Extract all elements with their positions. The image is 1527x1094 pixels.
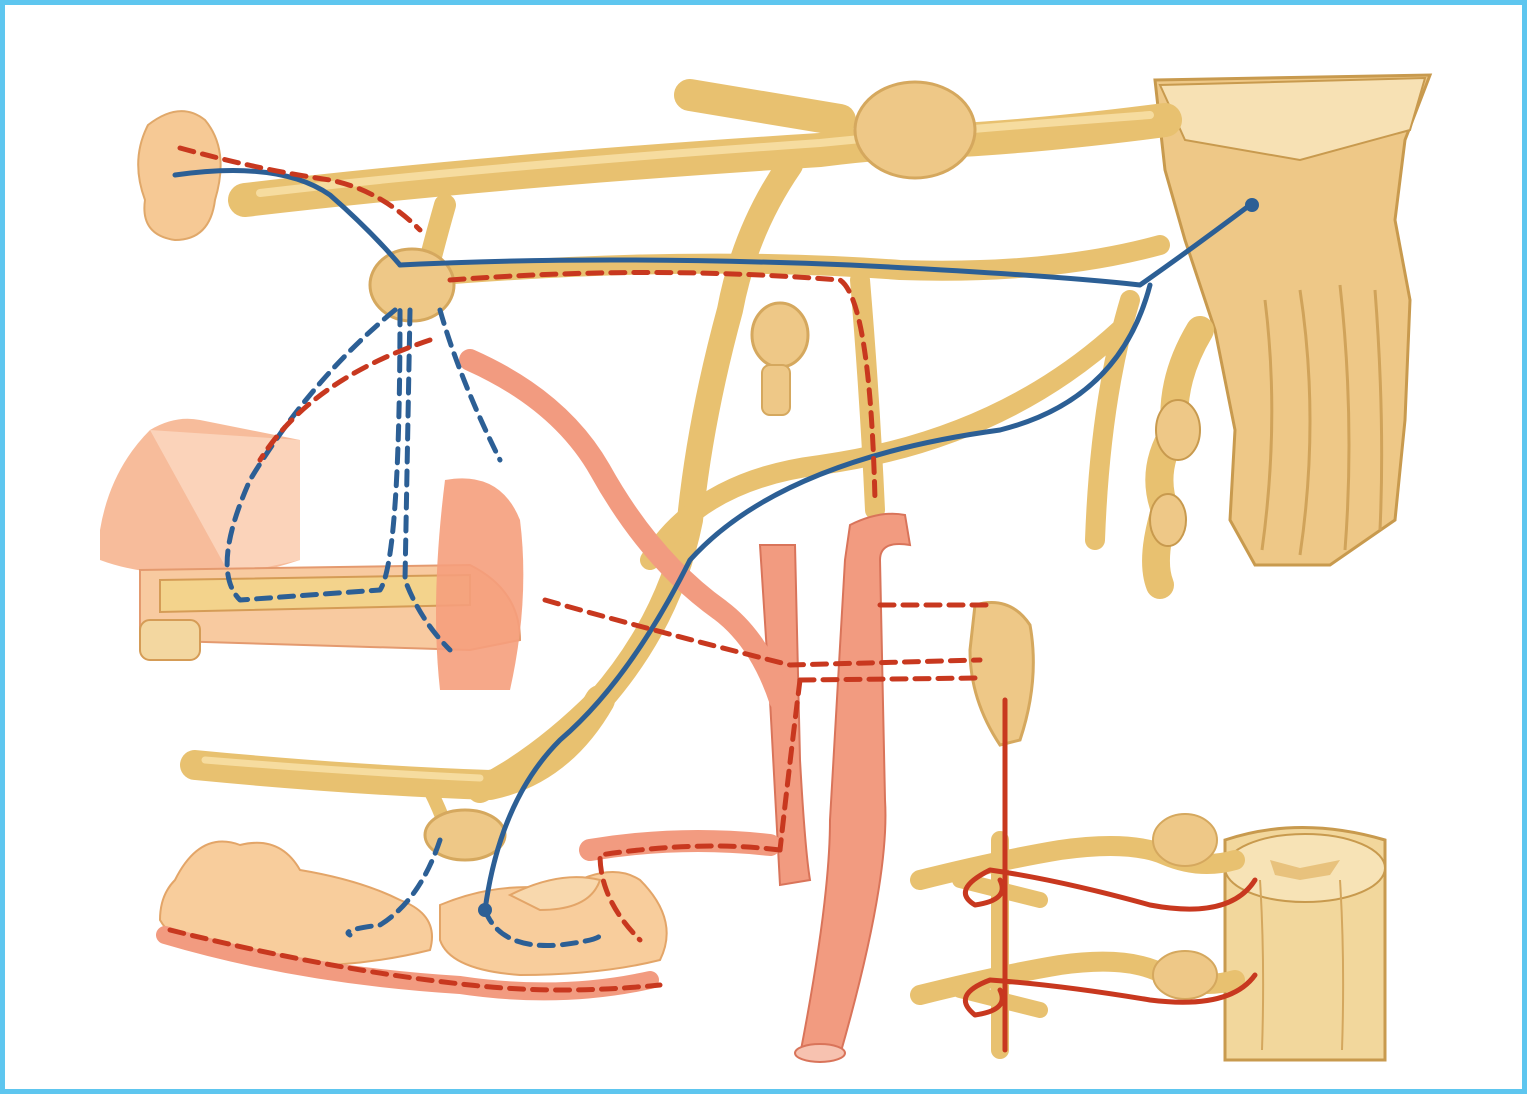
parasympathetic-fibers xyxy=(175,171,1259,946)
lower-nerve-trunk xyxy=(195,700,600,860)
gland-icon xyxy=(160,842,667,992)
mucosa-icon xyxy=(100,419,523,690)
brainstem-icon xyxy=(1150,75,1430,585)
ganglion-icon xyxy=(970,603,1033,746)
spinal-cord-segment-icon xyxy=(920,814,1385,1060)
